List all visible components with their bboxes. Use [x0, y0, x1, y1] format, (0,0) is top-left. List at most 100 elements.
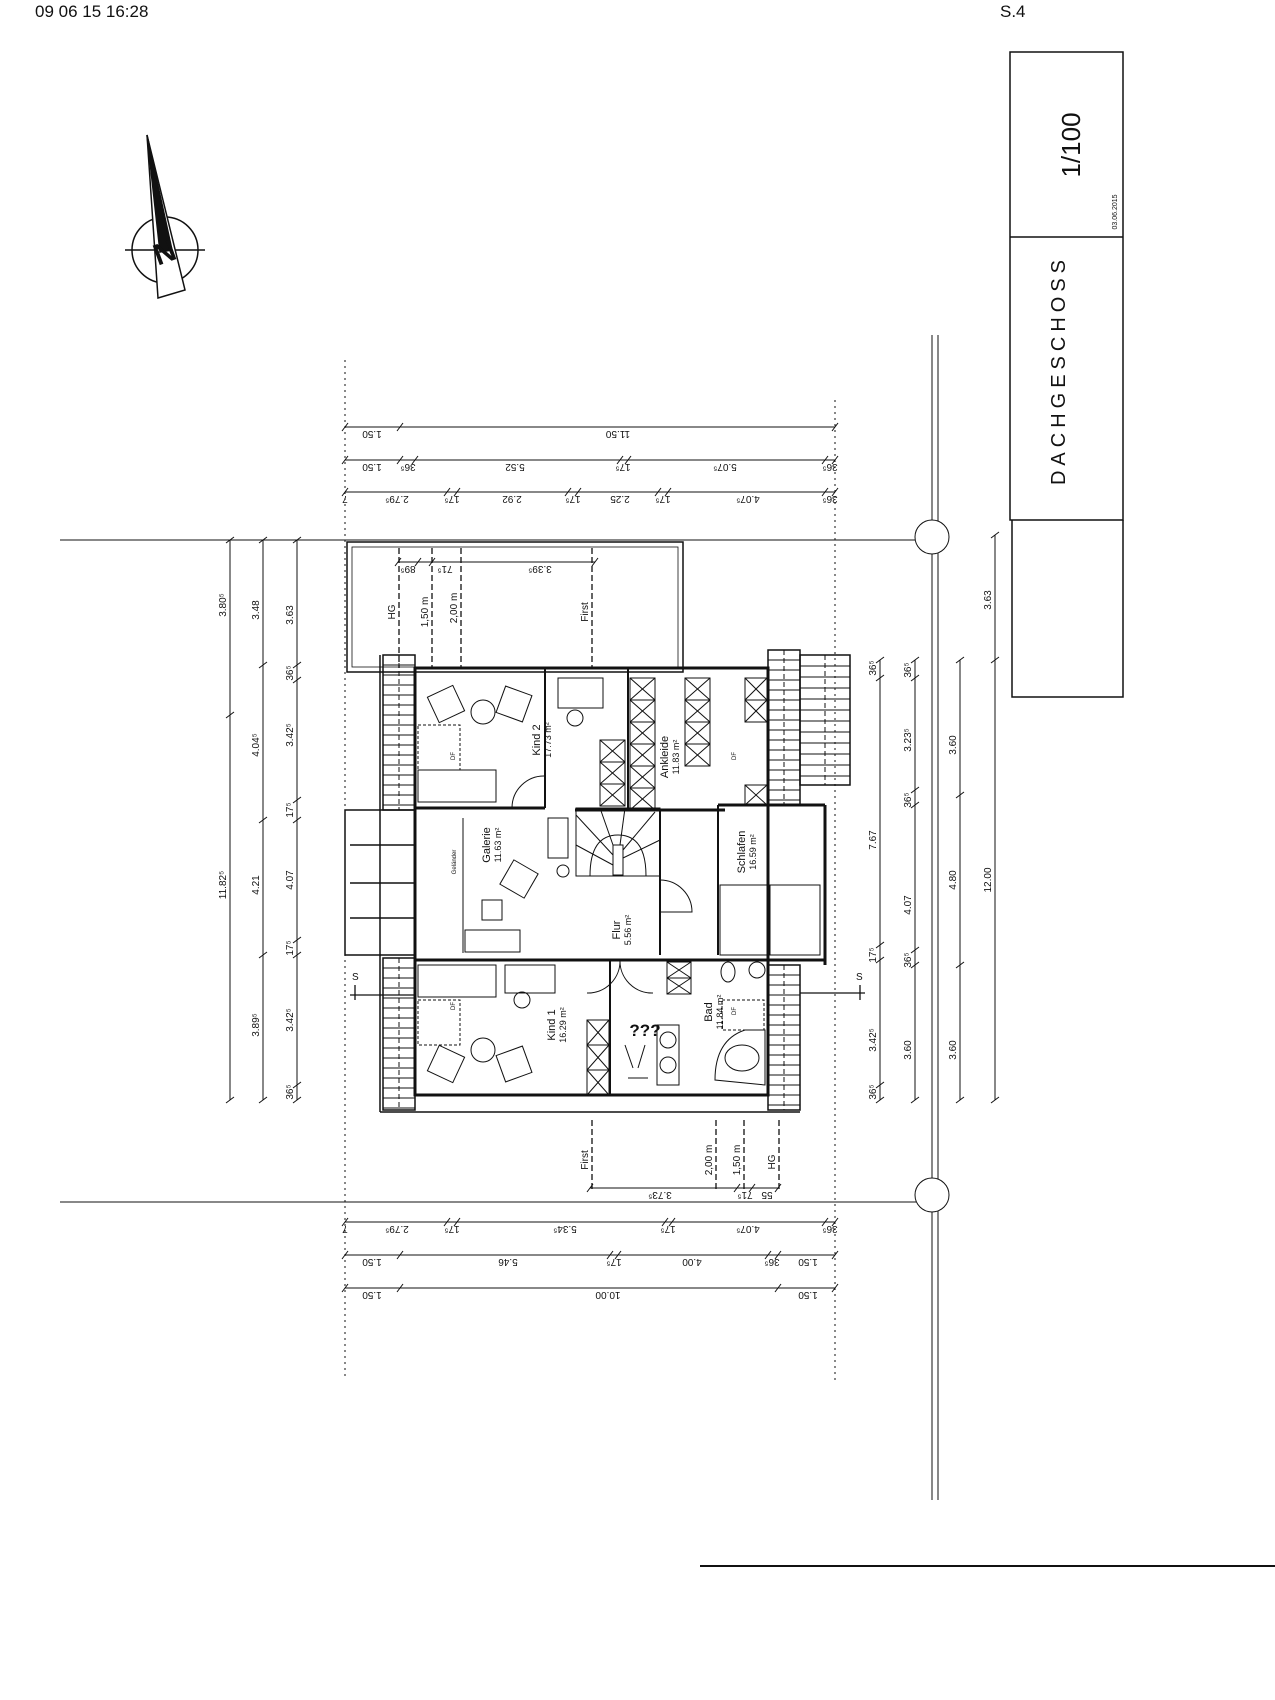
dim-roof-bottom-label: 71⁵ [737, 1189, 752, 1200]
wardrobe-cross [684, 743, 711, 767]
dimension-tick [341, 455, 349, 465]
north-arrow-icon [125, 134, 205, 299]
wardrobes [586, 677, 768, 1096]
page-number: S.4 [1000, 2, 1026, 21]
dimension-tick [258, 951, 268, 959]
dim-top-2-label: 17⁵ [615, 461, 630, 472]
dim-bottom-2-label: 36⁵ [764, 1256, 779, 1267]
room-area: 17.73 m² [543, 722, 553, 758]
room-area: 16.59 m² [748, 834, 758, 870]
floor-title: DACHGESCHOSS [1048, 255, 1070, 485]
dimension-tick [910, 1096, 920, 1104]
dimension-tick [821, 455, 829, 465]
dim-bottom-2-label: 17⁵ [606, 1256, 621, 1267]
dim-bottom-3-label: 1.50 [362, 1289, 382, 1300]
dim-roof-top-label: 89⁵ [400, 563, 415, 574]
dimension-tick [292, 1081, 302, 1089]
dimension-tick [341, 1283, 349, 1293]
dim-left-3-label: 36⁵ [285, 665, 296, 680]
dim-roof-bottom-label: 55 [761, 1189, 773, 1200]
room-area: 11.84 m² [715, 995, 725, 1030]
dimension-tick [875, 674, 885, 682]
wardrobe-cross [629, 721, 656, 745]
dim-right-2-label: 36⁵ [903, 792, 914, 807]
dim-left-2-label: 4.21 [251, 875, 262, 895]
wardrobe-cross [586, 1044, 610, 1071]
dimension-tick [910, 961, 920, 969]
roof-height-label: 2,00 m [704, 1145, 715, 1176]
roof-height-label: 2,00 m [449, 593, 460, 624]
furniture [417, 677, 821, 1086]
dim-right-4-label: 3.63 [983, 590, 994, 610]
dimension-tick [396, 1250, 404, 1260]
dim-top-3-label: 17⁵ [444, 493, 459, 504]
dimension-tick [990, 1096, 1000, 1104]
skylight-label: DF [732, 752, 738, 760]
dim-right-2-label: 4.07 [903, 895, 914, 915]
dimension-tick [614, 1250, 622, 1260]
skylight-label: DF [732, 1007, 738, 1015]
dimension-tick [258, 536, 268, 544]
dimension-tick [821, 1217, 829, 1227]
dimension-tick [341, 422, 349, 432]
dim-right-1-label: 17⁵ [868, 947, 879, 962]
dim-top-2-label: 36⁵ [822, 461, 837, 472]
room-name: Kind 2 [531, 724, 543, 755]
dim-left-1-label: 3.80⁵ [218, 593, 229, 617]
dimension-tick [955, 961, 965, 969]
dim-bottom-2-label: 1.50 [362, 1256, 382, 1267]
scale-label: 1/100 [1056, 112, 1086, 177]
dim-bottom-1-label: 2.79⁵ [385, 1223, 409, 1234]
dim-bottom-3-label: 10.00 [595, 1289, 620, 1300]
dimension-tick [258, 816, 268, 824]
dimension-tick [443, 1217, 451, 1227]
dimension-tick [955, 791, 965, 799]
dim-top-2-label: 5.52 [505, 461, 525, 472]
dimension-tick [574, 487, 582, 497]
wardrobe-cross [629, 677, 656, 701]
roof-height-label: 1,50 m [420, 597, 431, 628]
dimension-tick [564, 487, 572, 497]
room-area: 16.29 m² [558, 1007, 568, 1043]
dim-bottom-1-label: 5.34⁵ [553, 1223, 577, 1234]
dim-right-2-label: 36⁵ [903, 662, 914, 677]
dimension-tick [831, 1217, 839, 1227]
dimension-tick [411, 455, 419, 465]
staircase [575, 807, 661, 877]
wardrobe-cross [629, 787, 656, 811]
dim-roof-bottom-label: 3.73⁵ [648, 1189, 672, 1200]
dim-top-3-label: 2.92 [502, 493, 522, 504]
dim-right-2-label: 3.60 [903, 1040, 914, 1060]
dimension-tick [654, 487, 662, 497]
wardrobe-cross [629, 699, 656, 723]
dim-left-2-label: 3.48 [251, 600, 262, 620]
dimension-tick [955, 1096, 965, 1104]
dimension-tick [624, 455, 632, 465]
dimension-tick [990, 531, 1000, 539]
roof-height-label: HG [767, 1154, 778, 1169]
dimension-tick [258, 661, 268, 669]
room-name: Galerie [481, 827, 493, 862]
dimension-tick [875, 1096, 885, 1104]
dimension-tick [258, 1096, 268, 1104]
dimension-tick [453, 487, 461, 497]
dimension-tick [875, 941, 885, 949]
dim-right-1-label: 3.42⁵ [868, 1028, 879, 1052]
dimension-tick [606, 1250, 614, 1260]
room-name: Flur [611, 920, 623, 939]
dimension-tick [292, 536, 302, 544]
dimension-tick [831, 1250, 839, 1260]
wardrobe-cross [744, 784, 768, 806]
wardrobe-cross [684, 677, 711, 701]
dimension-tick [453, 1217, 461, 1227]
dimension-tick [910, 786, 920, 794]
wardrobe-unit [744, 784, 768, 806]
dim-left-3-label: 17⁵ [285, 940, 296, 955]
dim-top-2-label: 1.50 [362, 461, 382, 472]
dim-top-2-label: 36⁵ [400, 461, 415, 472]
room-name: Schlafen [736, 831, 748, 874]
dim-right-2-label: 36⁵ [903, 952, 914, 967]
dimension-tick [955, 656, 965, 664]
